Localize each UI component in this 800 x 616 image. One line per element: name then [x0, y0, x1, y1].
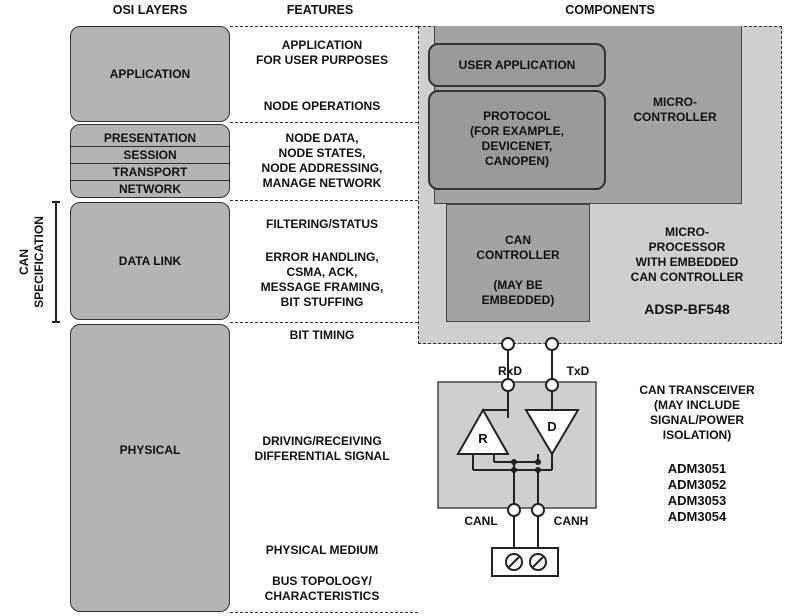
- physical-layer-label: PHYSICAL: [119, 443, 181, 457]
- data-link-layer-label: DATA LINK: [118, 254, 182, 268]
- feature-filtering: FILTERING/STATUS: [266, 217, 378, 231]
- feature-physical-medium: PHYSICAL MEDIUM: [265, 543, 379, 557]
- feature-driving: DRIVING/RECEIVING DIFFERENTIAL SIGNAL: [254, 434, 390, 463]
- txd-label: TxD: [566, 364, 590, 378]
- adsp-label: ADSP-BF548: [644, 301, 730, 317]
- microprocessor-label: MICRO- PROCESSOR WITH EMBEDDED CAN CONTR…: [630, 225, 744, 284]
- data-link-layer: DATA LINK: [70, 202, 230, 320]
- can-specification-label: CAN SPECIFICATION: [17, 216, 46, 308]
- receiver-triangle: [456, 407, 510, 455]
- presentation-layer: PRESENTATION: [71, 131, 229, 147]
- rxd-pin: [501, 378, 515, 392]
- txd-top-pin: [545, 337, 559, 351]
- transport-layer: TRANSPORT: [71, 165, 229, 181]
- divider-4: [230, 322, 418, 323]
- application-layer-label: APPLICATION: [109, 67, 191, 81]
- protocol-box: PROTOCOL (FOR EXAMPLE, DEVICENET, CANOPE…: [428, 90, 606, 190]
- divider-5: [230, 612, 418, 613]
- transceiver-box: [437, 381, 597, 509]
- divider-3: [230, 200, 418, 201]
- divider-1: [230, 26, 418, 27]
- osi-layers-header: OSI LAYERS: [112, 3, 188, 17]
- feature-node-data: NODE DATA, NODE STATES, NODE ADDRESSING,…: [261, 131, 383, 190]
- divider-2: [230, 122, 418, 123]
- can-controller-box: [446, 204, 590, 322]
- rxd-label: RxD: [497, 364, 522, 378]
- receiver-label: R: [478, 431, 488, 446]
- components-header: COMPONENTS: [565, 3, 655, 17]
- microcontroller-label: MICRO- CONTROLLER: [633, 95, 717, 124]
- canh-label: CANH: [553, 514, 589, 528]
- part-numbers: ADM3051 ADM3052 ADM3053 ADM3054: [667, 461, 727, 524]
- txd-pin: [545, 378, 559, 392]
- feature-bit-timing: BIT TIMING: [289, 328, 355, 342]
- can-controller-label: CAN CONTROLLER (MAY BE EMBEDDED): [476, 233, 560, 307]
- canl-label: CANL: [464, 514, 498, 528]
- user-application-box: USER APPLICATION: [428, 43, 606, 87]
- physical-layer: PHYSICAL: [70, 324, 230, 612]
- feature-application: APPLICATION FOR USER PURPOSES: [255, 38, 389, 67]
- driver-label: D: [547, 419, 557, 434]
- feature-error-handling: ERROR HANDLING, CSMA, ACK, MESSAGE FRAMI…: [260, 250, 384, 309]
- middle-layers-group: PRESENTATION SESSION TRANSPORT NETWORK: [70, 124, 230, 198]
- rxd-top-pin: [501, 337, 515, 351]
- user-application-label: USER APPLICATION: [458, 58, 576, 72]
- transceiver-label: CAN TRANSCEIVER (MAY INCLUDE SIGNAL/POWE…: [639, 383, 755, 442]
- feature-node-operations: NODE OPERATIONS: [263, 99, 381, 113]
- feature-bus-topology: BUS TOPOLOGY/ CHARACTERISTICS: [264, 574, 380, 603]
- bus-connector: [491, 547, 559, 577]
- canh-pin: [531, 503, 545, 517]
- network-layer: NETWORK: [119, 182, 181, 196]
- can-specification-bracket: [52, 201, 60, 323]
- session-layer: SESSION: [71, 148, 229, 164]
- transceiver-schematic: [437, 337, 597, 577]
- protocol-label: PROTOCOL (FOR EXAMPLE, DEVICENET, CANOPE…: [469, 109, 564, 168]
- features-header: FEATURES: [286, 3, 354, 17]
- canl-pin: [507, 503, 521, 517]
- application-layer: APPLICATION: [70, 26, 230, 122]
